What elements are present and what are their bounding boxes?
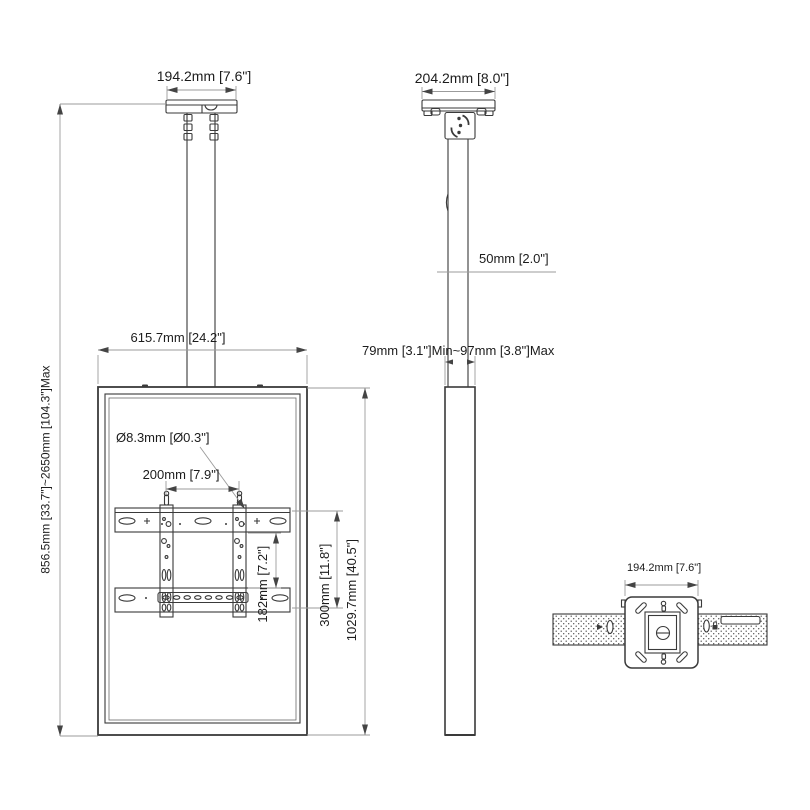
front-ceiling-plate [165,99,238,114]
dim-overall-height-range: 856.5mm [33.7"]~2650mm [104.3"]Max [38,365,53,574]
top-plate [620,596,703,669]
hole-diameter-leader [199,446,246,510]
right-bracket-arm [232,490,247,618]
top-view [552,596,768,669]
tilt-bracket [444,111,476,140]
top-dimensions [624,580,699,596]
dim-hole-diameter: Ø8.3mm [Ø0.3"] [116,430,210,445]
side-column [444,386,476,736]
dim-pole-width: 50mm [2.0"] [479,251,549,266]
top-mounting-rail [114,507,291,533]
front-dimensions [57,86,370,737]
dim-rail-gap: 182mm [7.2"] [254,545,270,623]
dim-screen-width: 615.7mm [24.2"] [130,330,226,345]
right-wall-rail [697,613,768,646]
dim-front-plate-width: 194.2mm [7.6"] [156,68,252,84]
bottom-mounting-rail [114,587,291,613]
screen-frame [97,384,308,736]
dim-screen-height: 1029.7mm [40.5"] [343,539,359,642]
front-view [97,99,308,736]
dim-vesa-width: 200mm [7.9"] [142,467,220,482]
left-bracket-arm [159,490,174,618]
side-dimensions [421,87,556,385]
side-view [421,99,496,736]
dim-vesa-height: 300mm [11.8"] [316,543,332,627]
dim-top-plate-width: 194.2mm [7.6"] [627,562,702,574]
dim-side-plate-depth: 204.2mm [8.0"] [414,70,510,86]
dim-column-depth-range: 79mm [3.1"]Min~97mm [3.8"]Max [362,343,555,358]
side-pole [445,139,469,387]
front-pole [183,113,219,387]
side-ceiling-plate [421,99,496,117]
left-wall-rail [552,613,626,646]
